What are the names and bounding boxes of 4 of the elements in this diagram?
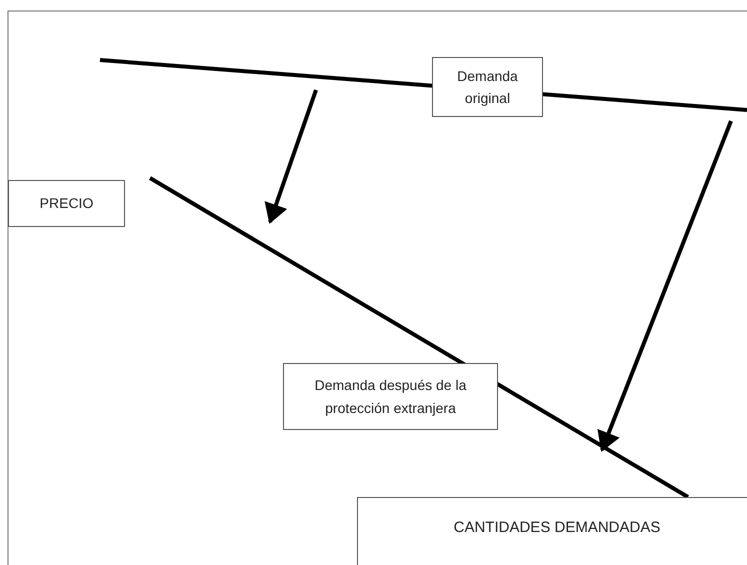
label-box: Demanda después de la protección extranjera	[283, 363, 498, 430]
label-box: Demanda original	[432, 57, 543, 117]
label-box: PRECIO	[8, 180, 125, 227]
label-box: CANTIDADES DEMANDADAS	[357, 497, 747, 565]
